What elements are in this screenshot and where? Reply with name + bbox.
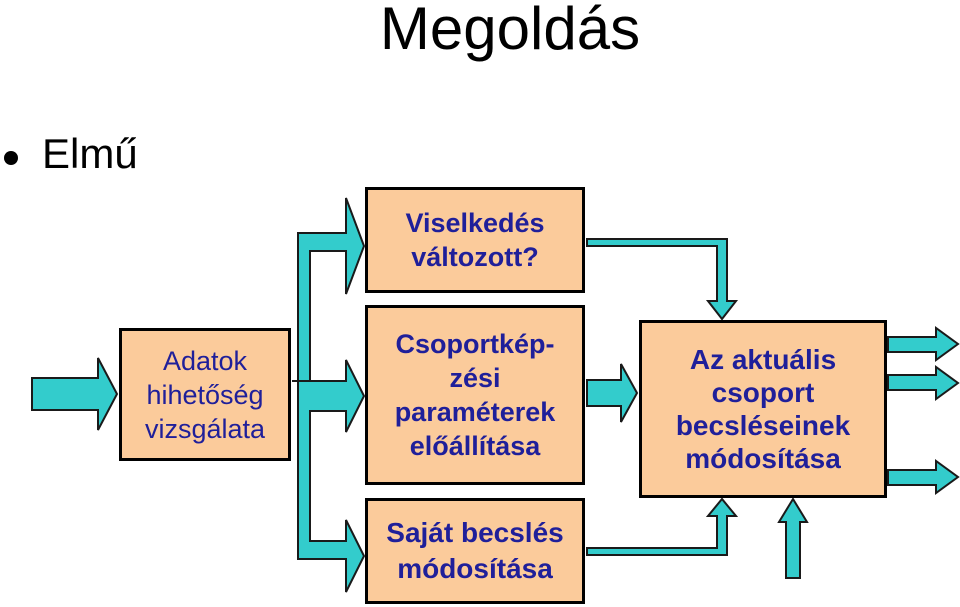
box-line: hihetőség [146,379,264,410]
box-line: becsléseinek [675,410,851,441]
box-line: Csoportkép- [395,329,555,359]
bottom-up-arrow [777,497,809,579]
output-arrow-2 [887,365,960,401]
sajat-arrow [586,497,739,556]
box-line: előállítása [409,431,541,461]
box-sajat-becsles: Saját becslés módosítása [365,498,585,604]
middle-arrow [586,363,639,423]
box-adatok-hihetoseg: Adatok hihetőség vizsgálata [119,328,291,461]
bullet-dot [4,151,18,165]
box-line: Az aktuális [689,344,837,375]
branch-arrow [292,197,366,593]
box-line: módosítása [397,553,553,584]
box-csoportkepzesi: Csoportkép- zési paraméterek előállítása [365,305,585,485]
box-line: zési [449,363,501,393]
box-aktualis-csoport: Az aktuális csoport becsléseinek módosít… [639,320,887,498]
output-arrow-1 [887,326,960,362]
box-line: paraméterek [394,397,556,427]
box-line: változott? [411,242,539,272]
box-line: módosítása [685,443,841,474]
input-arrow [31,357,119,431]
box-line: Adatok [162,345,248,376]
box-line: vizsgálata [144,413,266,444]
viselkedes-arrow [586,238,739,321]
bullet-text: Elmű [42,130,138,177]
box-viselkedes: Viselkedés változott? [365,187,585,293]
box-line: Saját becslés [386,517,564,548]
box-line: csoport [711,377,815,408]
output-arrow-3 [887,459,960,495]
slide-title: Megoldás [379,0,641,62]
box-line: Viselkedés [405,208,545,238]
